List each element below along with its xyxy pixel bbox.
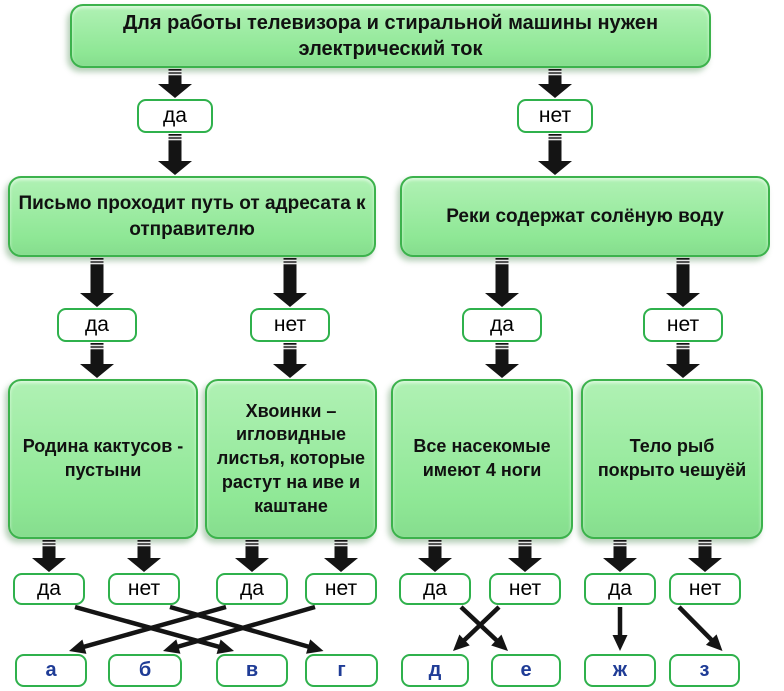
answer-fish-yes: да: [584, 573, 656, 605]
question-cactus: Родина кактусов - пустыни: [8, 379, 198, 539]
answer-needles-yes: да: [216, 573, 288, 605]
result-letter-a: а: [15, 654, 87, 687]
question-rivers: Реки содержат солёную воду: [400, 176, 770, 257]
answer-cactus-yes: да: [13, 573, 85, 605]
question-needles: Хвоинки – игловидные листья, которые рас…: [205, 379, 377, 539]
result-letter-e: е: [491, 654, 561, 687]
answer-left-yes: да: [57, 308, 137, 342]
answer-right-no: нет: [643, 308, 723, 342]
answer-right-yes: да: [462, 308, 542, 342]
question-letter-path: Письмо проходит путь от адресата к отпра…: [8, 176, 376, 257]
result-letter-z: з: [669, 654, 740, 687]
answer-insects-yes: да: [399, 573, 471, 605]
question-electricity: Для работы телевизора и стиральной машин…: [70, 4, 711, 68]
question-fish: Тело рыб покрыто чешуёй: [581, 379, 763, 539]
answer-cactus-no: нет: [108, 573, 180, 605]
result-letter-b: б: [108, 654, 182, 687]
answer-needles-no: нет: [305, 573, 377, 605]
answer-insects-no: нет: [489, 573, 561, 605]
answer-top-yes: да: [137, 99, 213, 133]
question-insects: Все насекомые имеют 4 ноги: [391, 379, 573, 539]
result-letter-v: в: [216, 654, 288, 687]
result-letter-g: г: [305, 654, 378, 687]
result-letter-zh: ж: [584, 654, 656, 687]
answer-left-no: нет: [250, 308, 330, 342]
answer-top-no: нет: [517, 99, 593, 133]
answer-fish-no: нет: [669, 573, 741, 605]
result-letter-d: д: [401, 654, 469, 687]
